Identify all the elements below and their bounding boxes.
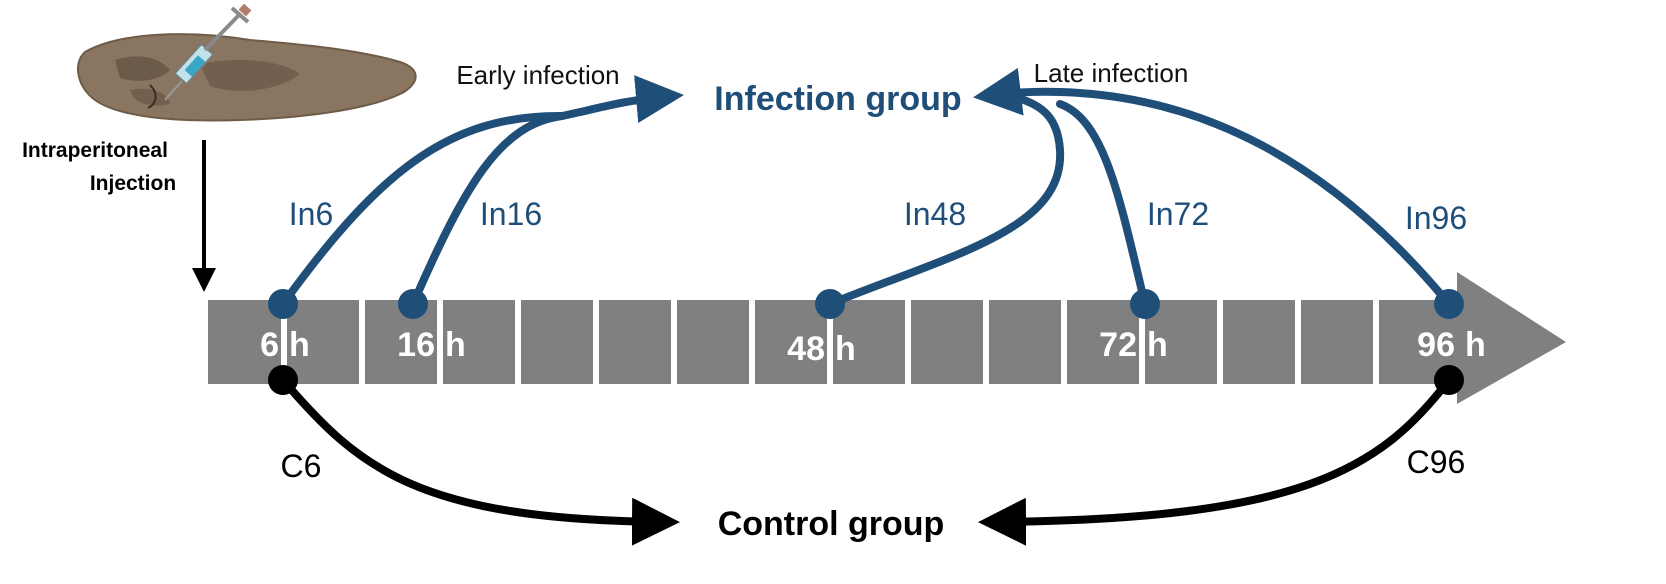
dot-c6	[268, 365, 298, 395]
timepoint-96-num: 96	[1417, 326, 1455, 364]
arrow-late-head	[973, 67, 1064, 116]
control-connectors	[279, 376, 1453, 546]
timepoint-6-unit: h	[289, 326, 310, 364]
dot-in72	[1130, 289, 1160, 319]
sample-label-in48: In48	[904, 196, 966, 232]
timeline	[208, 272, 1566, 404]
connector-in48	[826, 92, 1065, 308]
syringe-icon	[164, 3, 252, 101]
timepoint-96-unit: h	[1465, 326, 1486, 364]
dot-in48	[815, 289, 845, 319]
dot-c96	[1434, 365, 1464, 395]
infection-connectors	[279, 67, 1453, 308]
dot-in96	[1434, 289, 1464, 319]
phase-early-label: Early infection	[456, 60, 619, 90]
connector-in72	[1056, 100, 1149, 308]
injection-label-line2: Injection	[90, 172, 176, 195]
sample-label-c6: C6	[281, 448, 322, 484]
injection-label-line1: Intraperitoneal	[22, 139, 168, 162]
connector-c96	[978, 376, 1453, 546]
timepoint-16-unit: h	[445, 326, 466, 364]
sample-label-in96: In96	[1405, 200, 1467, 236]
timepoint-16-num: 16	[397, 326, 435, 364]
timepoint-72-num: 72	[1099, 326, 1137, 364]
timepoint-72-unit: h	[1147, 326, 1168, 364]
connector-in16	[409, 112, 566, 308]
sample-label-in16: In16	[480, 196, 542, 232]
dot-in16	[398, 289, 428, 319]
connector-c6	[279, 376, 680, 546]
timepoint-6-num: 6	[260, 326, 279, 364]
sample-label-c96: C96	[1407, 444, 1466, 480]
timepoint-48-unit: h	[835, 330, 856, 368]
control-group-label: Control group	[718, 505, 945, 543]
timepoint-48-num: 48	[787, 330, 825, 368]
connector-in96	[1056, 88, 1453, 308]
infection-group-label: Infection group	[714, 80, 961, 118]
connector-in6	[279, 111, 566, 308]
sample-label-in72: In72	[1147, 196, 1209, 232]
phase-late-label: Late infection	[1034, 58, 1189, 88]
sample-label-in6: In6	[289, 196, 333, 232]
dot-in6	[268, 289, 298, 319]
arrow-to-infection-group	[558, 75, 684, 123]
flatfish-icon	[76, 33, 417, 122]
